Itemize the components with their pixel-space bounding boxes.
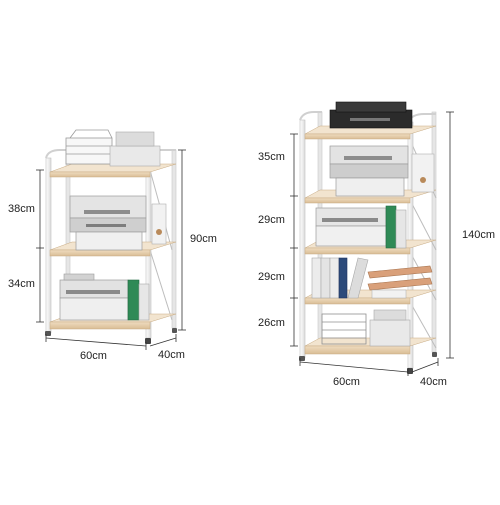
small-width-label: 60cm [80,350,107,362]
storage-box-large-icon [369,309,411,347]
large-total-height-label: 140cm [462,229,496,241]
printer-tier2-icon [315,205,407,249]
binder-icon [127,279,150,321]
large-tier-4-height-label: 26cm [258,317,285,329]
small-depth-label: 40cm [158,349,185,361]
printer-tier1-icon [329,145,435,197]
small-tier-top-height-label: 38cm [8,203,35,215]
printer-icon [69,195,167,251]
storage-box-icon [109,131,161,167]
dimension-lines [36,111,454,376]
small-tier-bottom-height-label: 34cm [8,278,35,290]
large-tier-1-height-label: 35cm [258,151,285,163]
large-tier-2-height-label: 29cm [258,214,285,226]
file-tray-icon [65,129,113,165]
large-width-label: 60cm [333,376,360,388]
large-rack [299,101,437,374]
printer-bottom-icon [59,273,129,321]
large-tier-3-height-label: 29cm [258,271,285,283]
wire-tray-icon [321,313,367,345]
large-depth-label: 40cm [420,376,447,388]
binders-icon [311,257,369,299]
small-total-height-label: 90cm [190,233,217,245]
letter-tray-icon [367,265,433,299]
black-printer-icon [329,101,413,129]
small-rack [45,129,177,344]
